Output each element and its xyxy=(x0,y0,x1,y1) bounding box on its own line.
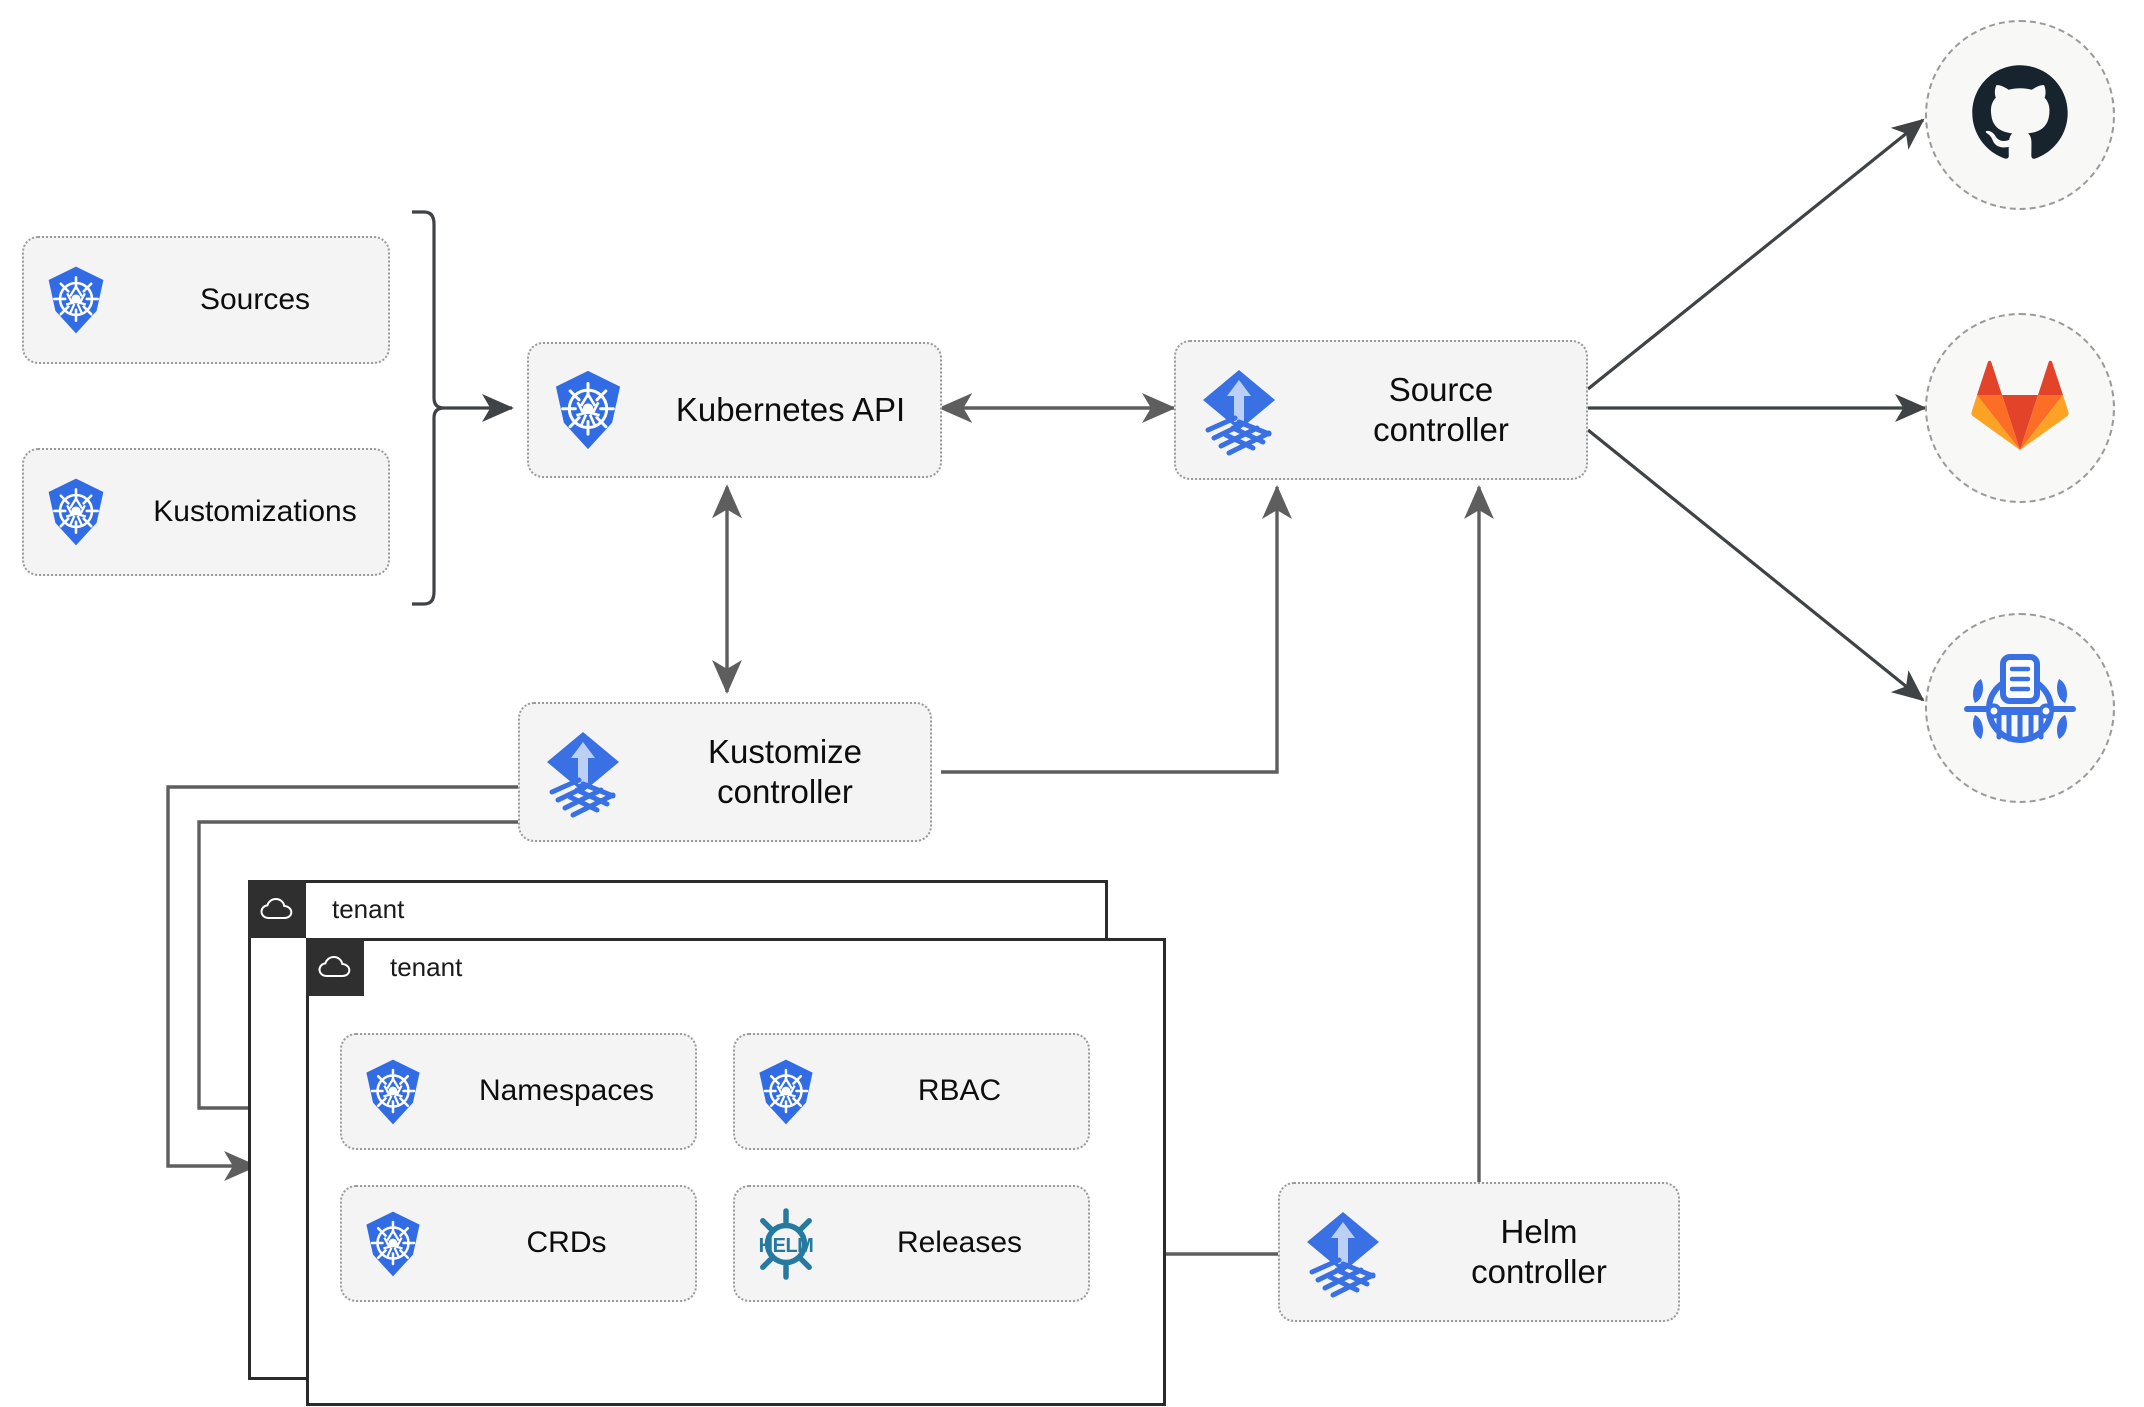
node-rbac[interactable]: RBAC xyxy=(733,1033,1090,1150)
helm-repo-icon xyxy=(1961,651,2079,766)
repo-helm[interactable] xyxy=(1925,613,2115,803)
svg-text:HELM: HELM xyxy=(759,1235,814,1257)
kubernetes-icon xyxy=(342,1058,444,1126)
node-label: CRDs xyxy=(526,1226,607,1260)
kubernetes-icon xyxy=(529,369,647,451)
node-kubernetes-api[interactable]: Kubernetes API xyxy=(527,342,942,478)
kubernetes-icon xyxy=(24,265,128,335)
tenant-label: tenant xyxy=(390,951,463,982)
kubernetes-icon xyxy=(735,1058,837,1126)
node-label: RBAC xyxy=(917,1074,1002,1108)
flux-icon xyxy=(1280,1206,1406,1298)
node-label: Namespaces xyxy=(478,1074,655,1108)
helm-icon: HELM xyxy=(735,1207,837,1281)
node-kustomize-controller[interactable]: Kustomize controller xyxy=(518,702,932,842)
tenant-titlebar-inner: tenant xyxy=(306,938,462,996)
repo-gitlab[interactable] xyxy=(1925,313,2115,503)
node-helm-controller[interactable]: Helm controller xyxy=(1278,1182,1680,1322)
kubernetes-icon xyxy=(24,477,128,547)
tenant-window-inner xyxy=(306,938,1166,1406)
cloud-icon xyxy=(248,880,306,938)
node-label: Kustomize controller xyxy=(707,732,863,810)
node-releases[interactable]: HELM Releases xyxy=(733,1185,1090,1302)
flux-icon xyxy=(520,726,646,818)
gitlab-icon xyxy=(1970,358,2070,459)
node-sources[interactable]: Sources xyxy=(22,236,390,364)
node-source-controller[interactable]: Source controller xyxy=(1174,340,1588,480)
node-crds[interactable]: CRDs xyxy=(340,1185,697,1302)
node-label: Source controller xyxy=(1373,370,1509,448)
node-label: Kubernetes API xyxy=(675,390,906,428)
node-namespaces[interactable]: Namespaces xyxy=(340,1033,697,1150)
node-kustomizations[interactable]: Kustomizations xyxy=(22,448,390,576)
node-label: Sources xyxy=(199,282,311,316)
tenant-titlebar-outer: tenant xyxy=(248,880,404,938)
cloud-icon xyxy=(306,938,364,996)
flux-icon xyxy=(1176,364,1302,456)
kubernetes-icon xyxy=(342,1210,444,1278)
node-label: Releases xyxy=(896,1226,1023,1260)
repo-github[interactable] xyxy=(1925,20,2115,210)
node-label: Helm controller xyxy=(1471,1212,1607,1290)
tenant-label: tenant xyxy=(332,893,405,924)
github-icon xyxy=(1967,60,2073,171)
node-label: Kustomizations xyxy=(153,494,357,528)
